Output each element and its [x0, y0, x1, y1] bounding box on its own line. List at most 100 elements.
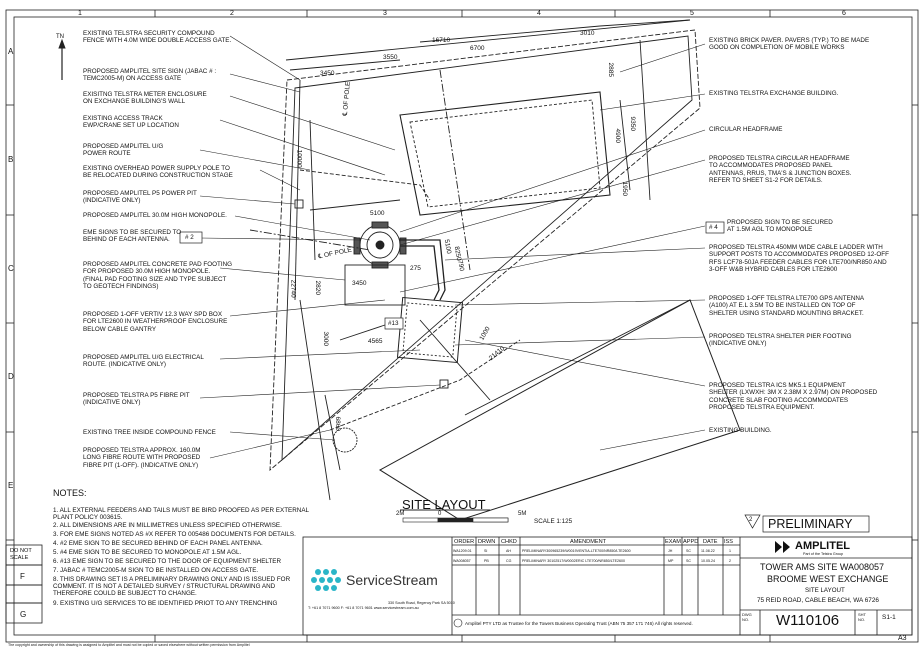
row-c: C: [8, 264, 14, 273]
dim-2885: 2885: [606, 62, 614, 77]
rev-header-iss: ISS: [724, 539, 734, 545]
tag13-box: [384, 317, 404, 330]
rev-row-1-iss: 1: [729, 549, 731, 553]
rev-row-2-exam: MP: [668, 559, 674, 563]
dim-3000: 3000: [321, 331, 329, 346]
label-pad-footing: PROPOSED AMPLITEL CONCRETE PAD FOOTING F…: [83, 261, 233, 291]
dim-9350: 9350: [628, 116, 636, 131]
dim-3450-b: 3450: [352, 280, 367, 287]
rev-header-appd: APPD: [683, 539, 699, 545]
label-power-route: PROPOSED AMPLITEL U/G POWER ROUTE: [83, 143, 164, 158]
rev-row-1-date: 11.08.22: [701, 549, 715, 553]
amplitel-logo-mark: [775, 541, 790, 553]
sign-tag: # 4: [709, 224, 718, 231]
amplitel-name: AMPLITEL: [795, 540, 850, 552]
label-access-track: EXISTING ACCESS TRACK EWP/CRANE SET UP L…: [83, 115, 179, 130]
label-pier-footing: PROPOSED TELSTRA SHELTER PIER FOOTING (I…: [709, 333, 852, 348]
dim-10000: 10000: [295, 149, 303, 168]
label-existing-building: EXISTING BUILDING.: [709, 427, 772, 434]
row-g: G: [20, 610, 27, 619]
row-f: F: [20, 572, 25, 581]
scale-bar: [400, 509, 509, 523]
col-6: 6: [842, 10, 846, 17]
rev-row-2-order: WA008057: [453, 559, 471, 563]
rev-row-1-amendment: PRELIMINARY300965239/W0019VENTIA-LTE700/…: [522, 549, 631, 553]
trustee-text: Amplitel PTY LTD as Trustee for the Towe…: [465, 621, 693, 626]
label-telstra-headframe: PROPOSED TELSTRA CIRCULAR HEADFRAME TO A…: [709, 155, 852, 185]
rev-row-1-chkd: AH: [506, 549, 511, 553]
label-exchange-building: EXISTING TELSTRA EXCHANGE BUILDING.: [709, 90, 839, 97]
label-spd-box: PROPOSED 1-OFF VERTIV 12.3 WAY SPD BOX F…: [83, 311, 228, 333]
servicestream-address: 330 South Road, Regency Park SA 5010: [388, 601, 455, 605]
note-3: 3. FOR EME SIGNS NOTED AS #X REFER TO 00…: [53, 531, 296, 538]
row-a: A: [8, 47, 14, 56]
note-4: 4. #2 EME SIGN TO BE SECURED BEHIND OF E…: [53, 540, 263, 547]
issue-number: 2: [749, 517, 753, 523]
label-electrical-route: PROPOSED AMPLITEL U/G ELECTRICAL ROUTE. …: [83, 354, 204, 369]
rev-row-1-order: WA1209.01: [453, 549, 472, 553]
dim-3550: 3550: [383, 54, 398, 61]
title-block-frame: [5, 536, 913, 636]
rev-header-exam: EXAM: [665, 539, 681, 545]
label-fibre-pit: PROPOSED TELSTRA P5 FIBRE PIT (INDICATIV…: [83, 392, 190, 407]
dim-3010: 3010: [580, 30, 595, 37]
note-7: 7. JABAC # TEMC2005-M SIGN TO BE INSTALL…: [53, 567, 259, 574]
scale-label: SCALE 1:125: [534, 518, 573, 525]
rev-header-chkd: CHKD: [501, 539, 517, 545]
note-9: 9. EXISTING U/G SERVICES TO BE IDENTIFIE…: [53, 600, 278, 607]
note-2: 2. ALL DIMENSIONS ARE IN MILLIMETRES UNL…: [53, 522, 282, 529]
site-line1: TOWER AMS SITE WA008057: [760, 562, 885, 572]
dim-275: 275: [410, 265, 421, 272]
rev-row-2-appd: SC: [686, 559, 691, 563]
rev-row-1-drwn: SI: [484, 549, 488, 553]
rev-header-date: DATE: [703, 539, 718, 545]
label-cable-ladder: PROPOSED TELSTRA 450mm WIDE CABLE LADDER…: [709, 244, 889, 274]
amplitel-sub: Part of the Telstra Group: [803, 552, 844, 556]
tag-13: #13: [388, 320, 399, 327]
dim-4900: 4900: [613, 128, 621, 143]
dim-5100: 5100: [370, 210, 385, 217]
dwg-no-label: DWG NO.: [742, 612, 752, 622]
row-b: B: [8, 155, 14, 164]
servicestream-contact: T: +61 8 7071 9600 F: +61 8 7071 9601 ww…: [308, 606, 419, 610]
sheet-size: A3: [898, 635, 907, 642]
row-e: E: [8, 481, 14, 490]
dim-16710: 16710: [432, 37, 451, 44]
col-1: 1: [78, 10, 82, 17]
site-layout-title: SITE LAYOUT: [402, 497, 486, 512]
dim-3450-top: 3450: [320, 70, 335, 77]
label-meter-enclosure: EXISITNG TELSTRA METER ENCLOSURE ON EXCH…: [83, 91, 207, 106]
col-4: 4: [537, 10, 541, 17]
do-not-scale: DO NOT SCALE: [10, 548, 32, 561]
scale-bar-2m: 2m: [396, 511, 405, 517]
label-eme-signs: EME SIGNS TO BE SECURED TO BEHIND OF EAC…: [83, 229, 182, 244]
rev-row-2-iss: 2: [729, 559, 731, 563]
servicestream-logo-mark: [311, 569, 341, 591]
label-power-pole: EXISTING OVERHEAD POWER SUPPLY POLE TO B…: [83, 165, 233, 180]
scale-bar-5m: 5m: [518, 511, 527, 517]
dim-6700: 6700: [470, 45, 485, 52]
issue-triangle: [744, 514, 761, 529]
col-2: 2: [230, 10, 234, 17]
sheet-number: S1-1: [882, 614, 896, 621]
label-power-pit: PROPOSED AMPLITEL P5 POWER PIT (INDICATI…: [83, 190, 197, 205]
north-label: TN: [56, 34, 64, 40]
rev-header-amendment: AMENDMENT: [570, 539, 607, 545]
dim-4565: 4565: [368, 338, 383, 345]
leader-lines: [199, 35, 706, 459]
row-d: D: [8, 372, 14, 381]
label-tree: EXISTING TREE INSIDE COMPOUND FENCE: [83, 429, 216, 436]
label-fibre-route: PROPOSED TELSTRA APPROX. 160.0m LONG FIB…: [83, 447, 201, 469]
label-site-sign: PROPOSED AMPLITEL SITE SIGN (JABAC # : T…: [83, 68, 217, 83]
label-equipment-shelter: PROPOSED TELSTRA ICS MK5.1 EQUIPMENT SHE…: [709, 382, 878, 412]
dim-6860: 6860: [333, 416, 341, 431]
sht-no-label: SHT NO.: [858, 612, 866, 622]
eme-tag: # 2: [185, 234, 194, 241]
servicestream-name: ServiceStream: [346, 572, 438, 588]
sheet-title: SITE LAYOUT: [805, 587, 845, 594]
col-5: 5: [690, 10, 694, 17]
label-monopole: PROPOSED AMPLITEL 30.0m HIGH MONOPOLE.: [83, 212, 227, 219]
label-circular-headframe: CIRCULAR HEADFRAME: [709, 126, 783, 133]
